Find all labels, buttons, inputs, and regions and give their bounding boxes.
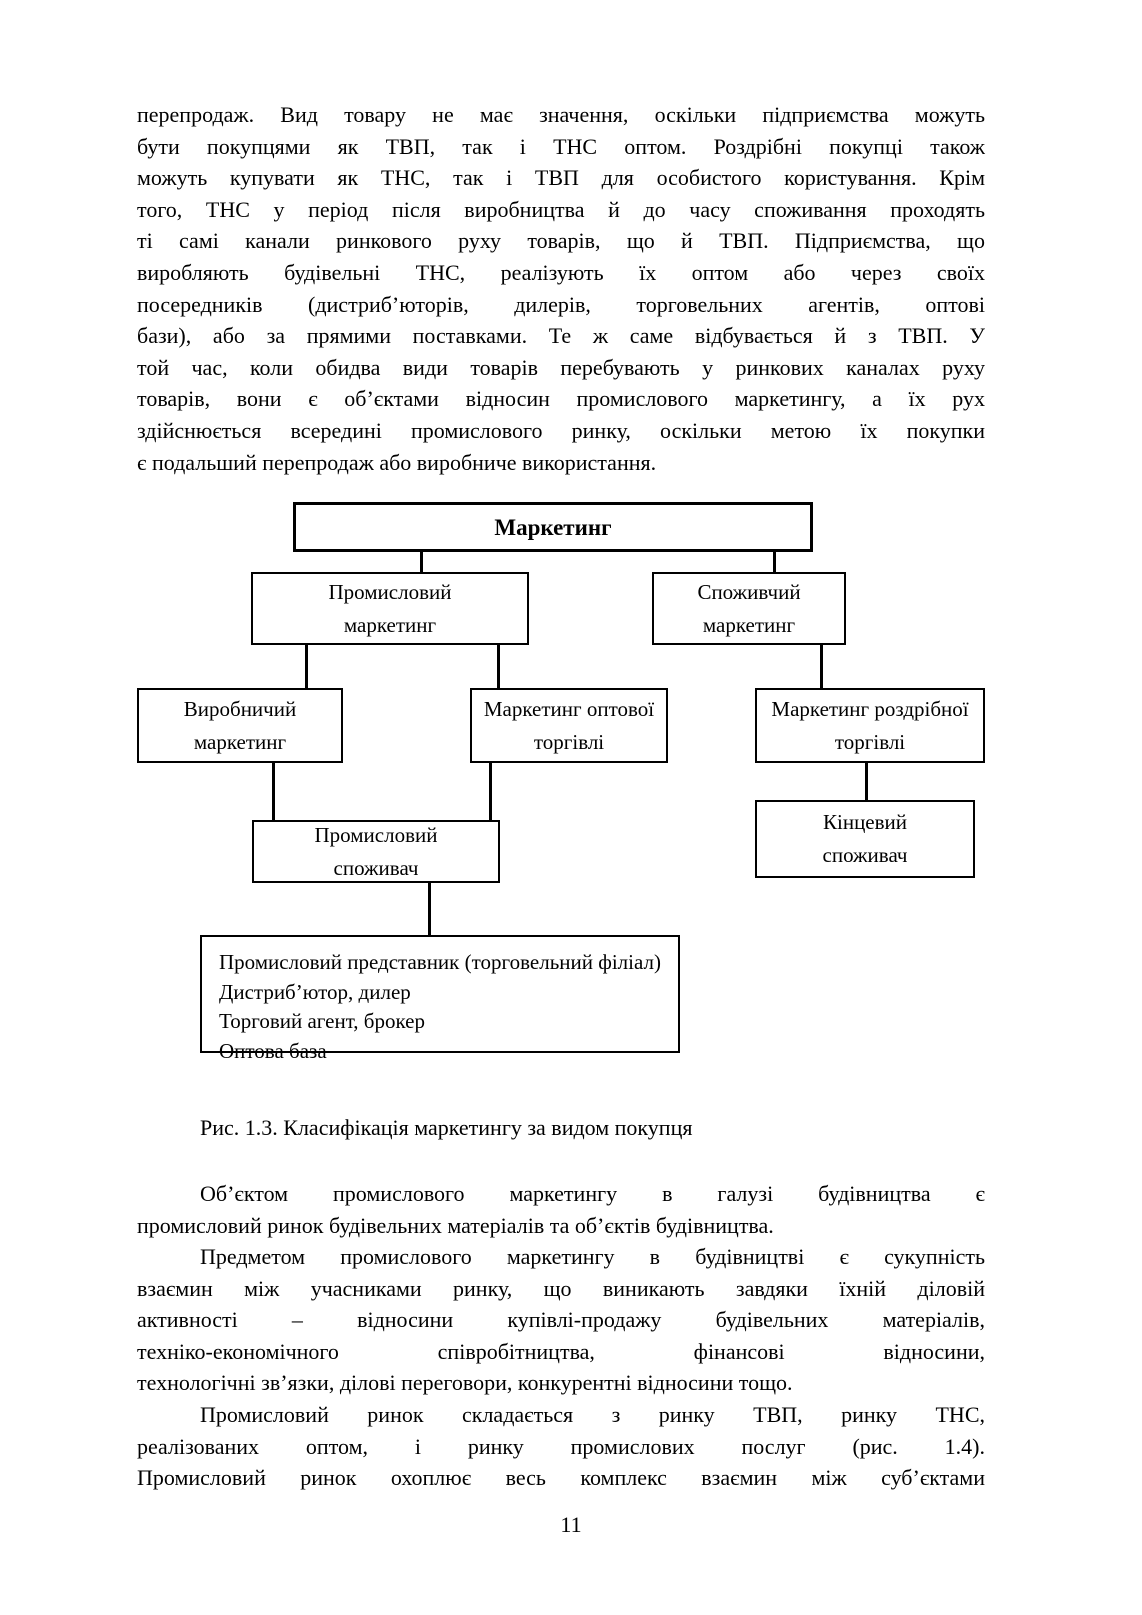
text-line: той час, коли обидва види товарів перебу… bbox=[137, 354, 985, 380]
list-line: Торговий агент, брокер bbox=[219, 1009, 425, 1033]
connector-production-indconsumer bbox=[272, 763, 275, 820]
text-line: промисловий ринок будівельних матеріалів… bbox=[137, 1212, 774, 1238]
paragraph-1: перепродаж. Вид товару не має значення, … bbox=[137, 99, 985, 478]
node-wholesale-marketing: Маркетинг оптової торгівлі bbox=[470, 688, 668, 763]
paragraph-3: Предметом промислового маркетингу в буді… bbox=[137, 1241, 985, 1399]
node-label: Виробничий маркетинг bbox=[183, 696, 297, 754]
node-end-consumer: Кінцевий споживач bbox=[755, 800, 975, 878]
text-line: техніко-економічного співробітництва, фі… bbox=[137, 1338, 985, 1364]
node-industrial-consumer: Промисловий споживач bbox=[252, 820, 500, 883]
text-line: Промисловий ринок охоплює весь комплекс … bbox=[137, 1465, 985, 1491]
text-line: Промисловий ринок складається з ринку ТВ… bbox=[200, 1402, 985, 1427]
node-label: Промисловий маркетинг bbox=[328, 579, 452, 637]
text-line: посередників (дистриб’юторів, дилерів, т… bbox=[137, 291, 985, 317]
node-label: Кінцевий споживач bbox=[822, 810, 908, 867]
connector-retail-endconsumer bbox=[865, 763, 868, 800]
connector-root-consumer bbox=[773, 552, 776, 572]
connector-wholesale-indconsumer bbox=[489, 763, 492, 820]
text-line: технологічні зв’язки, ділові переговори,… bbox=[137, 1370, 793, 1396]
text-line: бути покупцями як ТВП, так і ТНС оптом. … bbox=[137, 133, 985, 159]
list-line: Дистриб’ютор, дилер bbox=[219, 979, 411, 1004]
page-number: 11 bbox=[560, 1512, 582, 1537]
node-industrial-marketing: Промисловий маркетинг bbox=[251, 572, 529, 645]
node-intermediaries-list: Промисловий представник (торговельний фі… bbox=[200, 935, 680, 1063]
list-line: Промисловий представник (торговельний фі… bbox=[219, 950, 661, 974]
connector-root-industrial bbox=[420, 552, 423, 572]
paragraph-2: Об’єктом промислового маркетингу в галуз… bbox=[137, 1178, 985, 1241]
text-line: можуть купувати як ТНС, так і ТВП для ос… bbox=[137, 165, 985, 191]
connector-consumer-retail bbox=[820, 645, 823, 688]
text-line: здійснюється всередині промислового ринк… bbox=[137, 417, 985, 443]
text-line: перепродаж. Вид товару не має значення, … bbox=[137, 102, 985, 127]
text-line: Предметом промислового маркетингу в буді… bbox=[200, 1244, 985, 1269]
text-line: Об’єктом промислового маркетингу в галуз… bbox=[200, 1181, 985, 1206]
text-line: виробляють будівельні ТНС, реалізують їх… bbox=[137, 259, 985, 285]
figure-caption: Рис. 1.3. Класифікація маркетингу за вид… bbox=[200, 1115, 693, 1140]
node-production-marketing: Виробничий маркетинг bbox=[137, 688, 343, 763]
text-line: реалізованих оптом, і ринку промислових … bbox=[137, 1433, 985, 1459]
text-line: є подальший перепродаж або виробниче вик… bbox=[137, 449, 657, 475]
connector-industrial-production bbox=[305, 645, 308, 688]
node-label: Промисловий споживач bbox=[314, 822, 438, 880]
text-line: ті самі канали ринкового руху товарів, щ… bbox=[137, 228, 985, 254]
node-label: Маркетинг роздрібної торгівлі bbox=[771, 696, 969, 754]
list-line: Оптова база bbox=[219, 1038, 327, 1063]
text-line: активності – відносини купівлі-продажу б… bbox=[137, 1307, 985, 1333]
node-label: Маркетинг bbox=[494, 514, 612, 540]
text-line: того, ТНС у період після виробництва й д… bbox=[137, 196, 985, 222]
connector-industrial-wholesale bbox=[497, 645, 500, 688]
text-line: бази), або за прямими поставками. Те ж с… bbox=[137, 323, 985, 349]
text-line: взаємин між учасниками ринку, що виникаю… bbox=[137, 1275, 985, 1301]
figure-1-3-diagram: Маркетинг Промисловий маркетинг Споживчи… bbox=[137, 500, 985, 1094]
text-line: товарів, вони є об’єктами відносин проми… bbox=[137, 386, 985, 412]
connector-indconsumer-list bbox=[428, 883, 431, 935]
paragraph-4: Промисловий ринок складається з ринку ТВ… bbox=[137, 1399, 985, 1494]
node-marketing: Маркетинг bbox=[293, 502, 813, 552]
node-label: Маркетинг оптової торгівлі bbox=[483, 696, 655, 754]
node-retail-marketing: Маркетинг роздрібної торгівлі bbox=[755, 688, 985, 763]
node-consumer-marketing: Споживчий маркетинг bbox=[652, 572, 846, 645]
node-label: Споживчий маркетинг bbox=[697, 579, 801, 637]
